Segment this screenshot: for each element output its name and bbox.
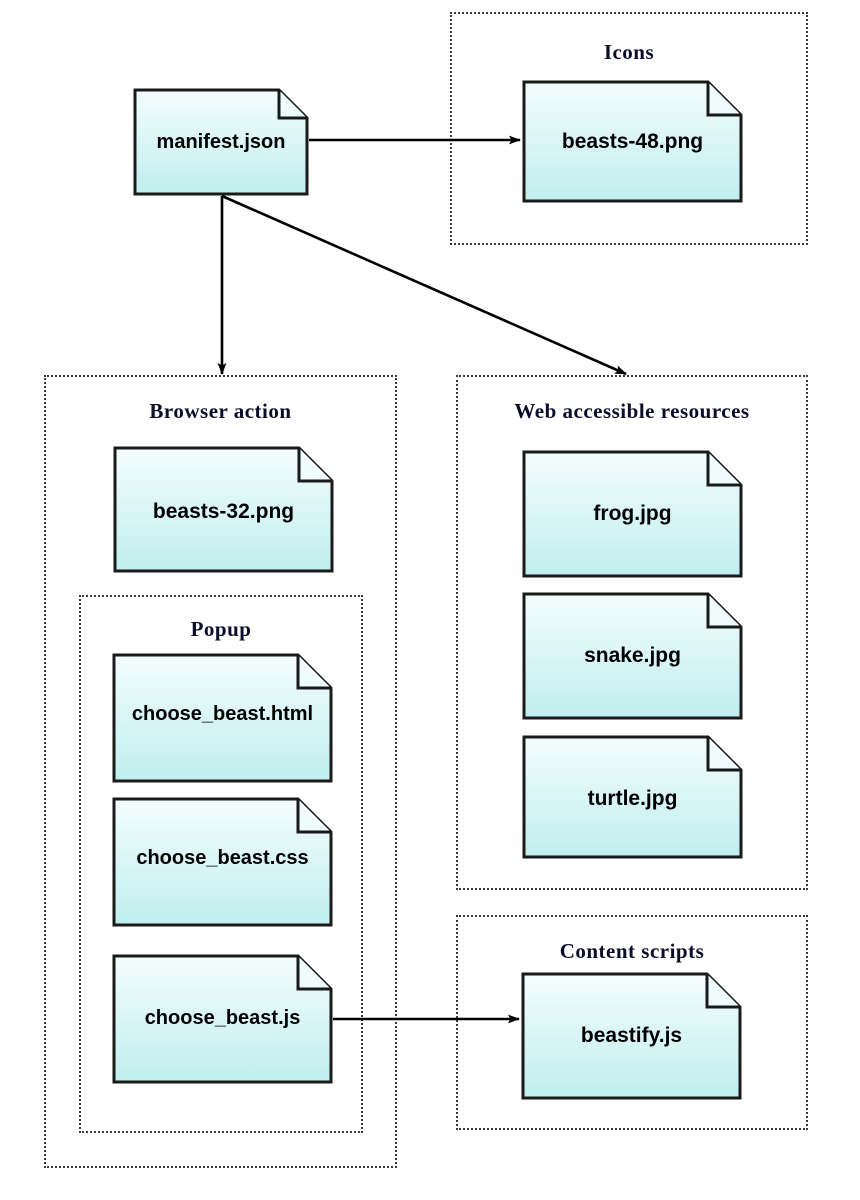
group-web-accessible-resources: Web accessible resources xyxy=(456,375,808,890)
document-icon xyxy=(113,446,334,573)
node-beasts-48-png[interactable]: beasts-48.png xyxy=(522,80,743,203)
group-browser-action-label: Browser action xyxy=(149,399,292,423)
document-icon xyxy=(133,88,309,196)
document-icon xyxy=(112,653,333,783)
node-choose-beast-js[interactable]: choose_beast.js xyxy=(112,954,333,1084)
node-manifest-json[interactable]: manifest.json xyxy=(133,88,309,196)
document-icon xyxy=(522,592,743,720)
group-browser-action: Browser action xyxy=(44,375,397,1168)
document-icon xyxy=(522,450,743,578)
group-icons-label: Icons xyxy=(603,40,655,64)
node-choose-beast-css[interactable]: choose_beast.css xyxy=(112,797,333,927)
node-frog-jpg[interactable]: frog.jpg xyxy=(522,450,743,578)
document-icon xyxy=(112,954,333,1084)
group-web-accessible-resources-label: Web accessible resources xyxy=(514,399,750,423)
group-content-scripts: Content scripts xyxy=(456,915,808,1130)
group-popup: Popup xyxy=(79,595,363,1133)
document-icon xyxy=(522,80,743,203)
group-icons: Icons xyxy=(450,12,808,245)
node-beasts-32-png[interactable]: beasts-32.png xyxy=(113,446,334,573)
node-choose-beast-html[interactable]: choose_beast.html xyxy=(112,653,333,783)
group-popup-label: Popup xyxy=(190,617,252,641)
group-content-scripts-label: Content scripts xyxy=(559,939,705,963)
node-turtle-jpg[interactable]: turtle.jpg xyxy=(522,735,743,859)
document-icon xyxy=(522,735,743,859)
document-icon xyxy=(112,797,333,927)
document-icon xyxy=(521,972,742,1100)
node-beastify-js[interactable]: beastify.js xyxy=(521,972,742,1100)
node-snake-jpg[interactable]: snake.jpg xyxy=(522,592,743,720)
